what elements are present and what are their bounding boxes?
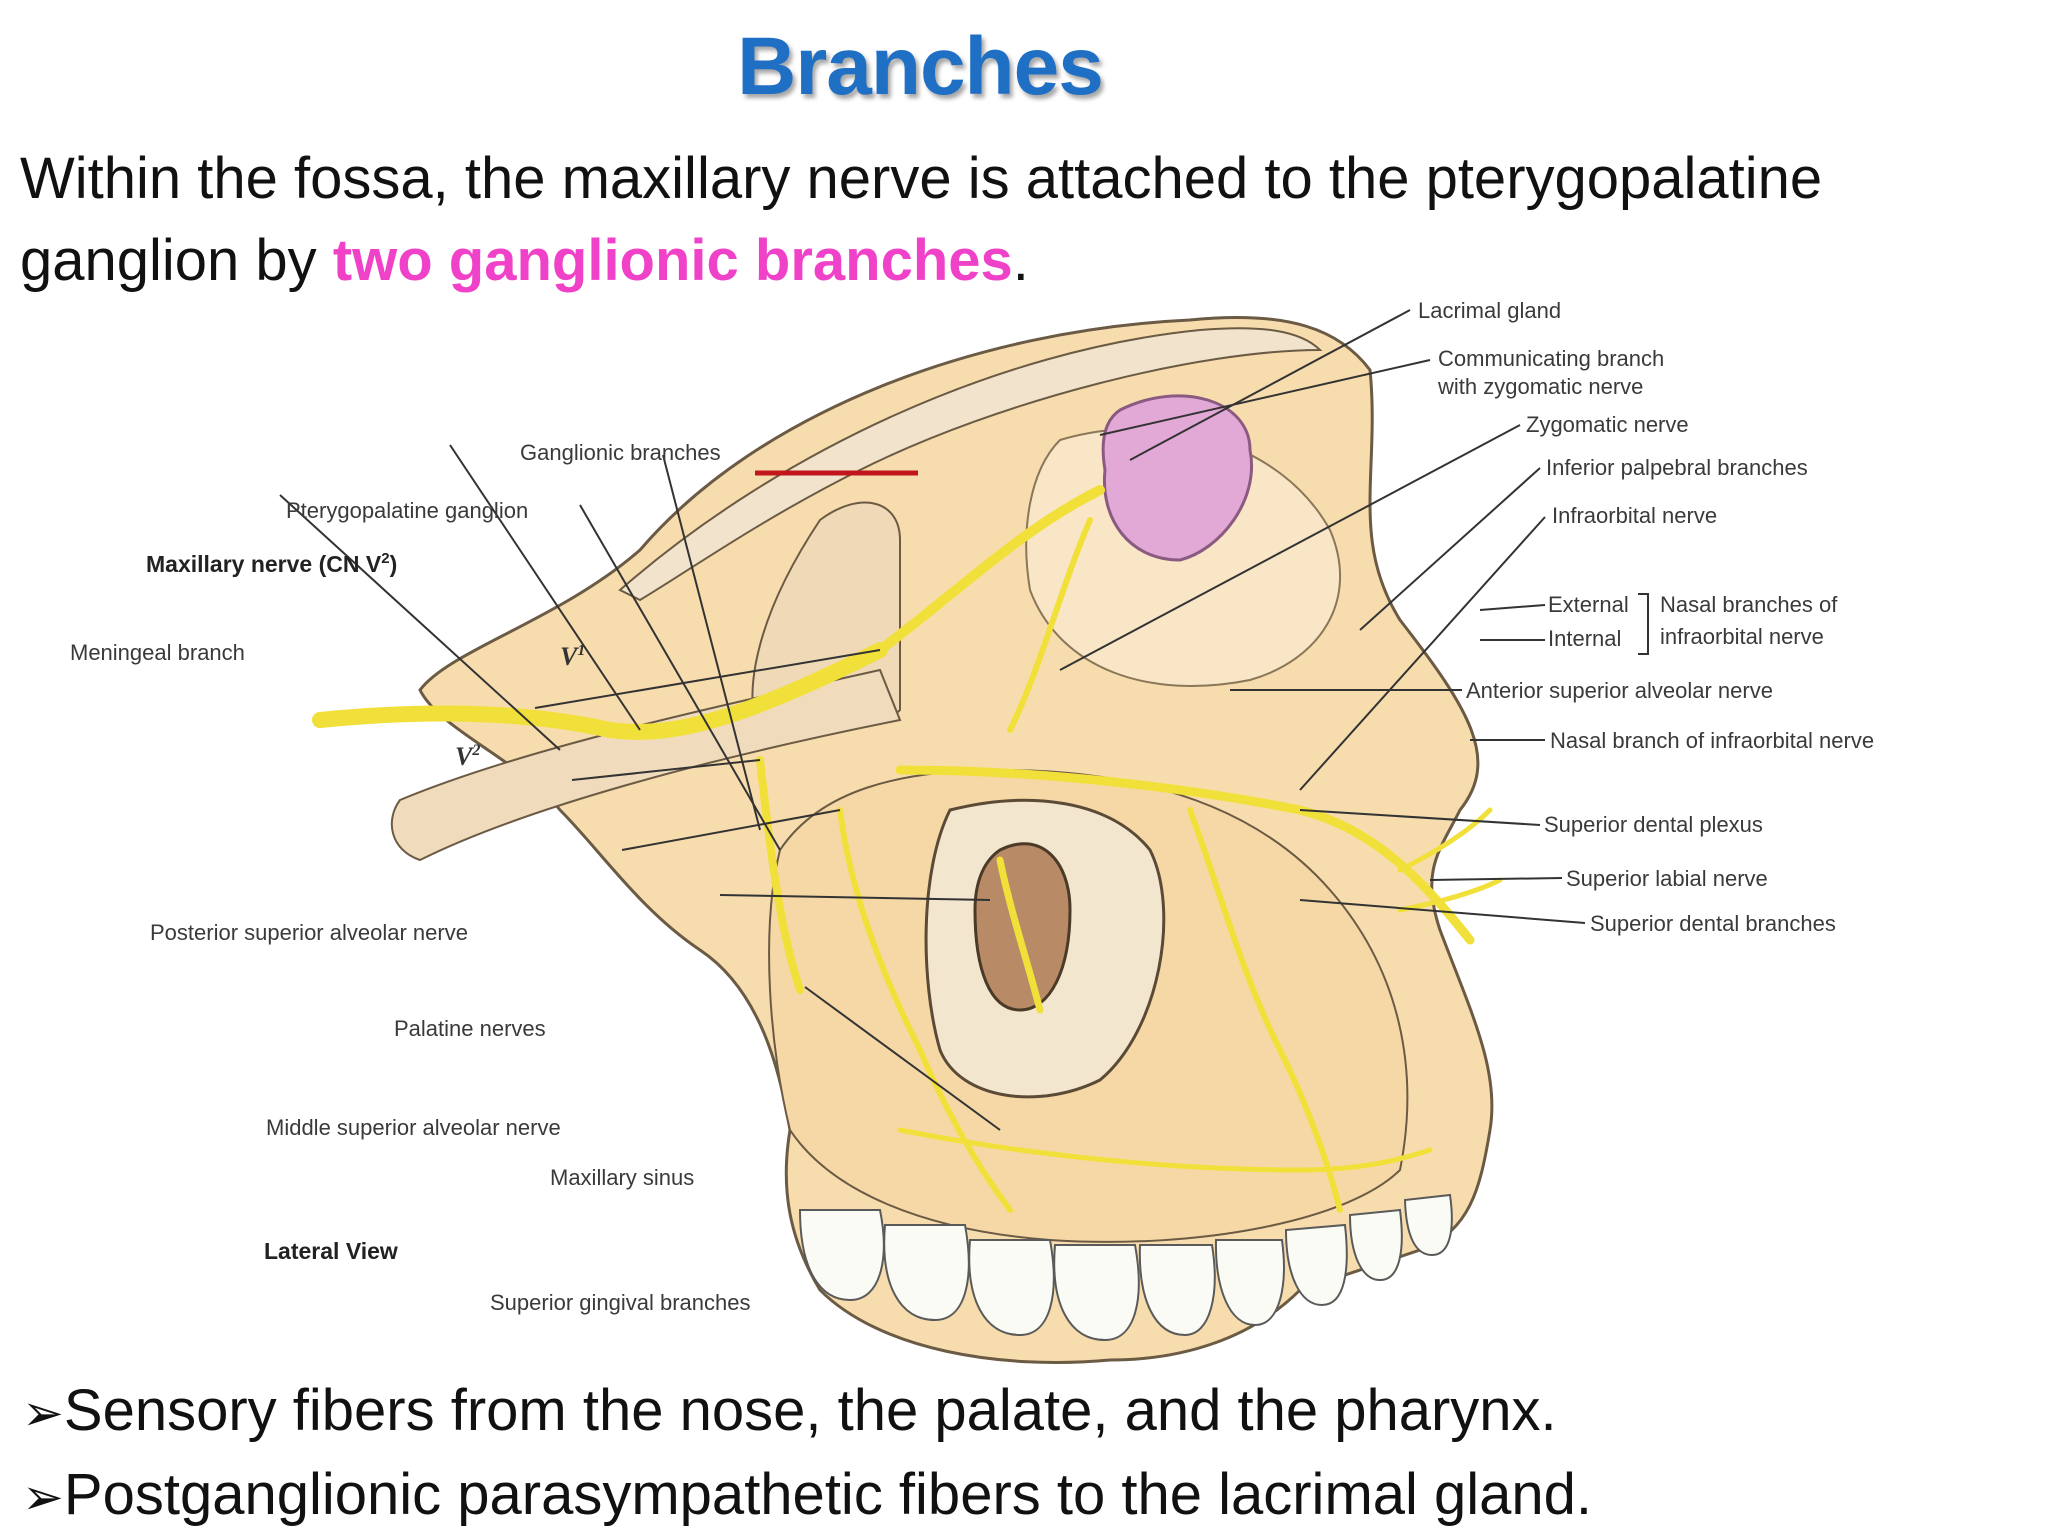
label-nasal-branches-1: Nasal branches of (1660, 592, 1838, 617)
label-superior-dental-plexus: Superior dental plexus (1544, 812, 1763, 837)
nasal-bracket (1638, 593, 1649, 655)
v2-sup: 2 (471, 742, 480, 759)
label-middle-superior-alveolar: Middle superior alveolar nerve (266, 1115, 561, 1140)
nerve-paths (312, 485, 1503, 1213)
bullet-item: ➢Sensory fibers from the nose, the palat… (22, 1370, 2032, 1454)
label-nasal-branch-infraorbital: Nasal branch of infraorbital nerve (1550, 728, 1874, 753)
label-nasal-branches-2: infraorbital nerve (1660, 624, 1824, 649)
label-internal: Internal (1548, 626, 1621, 651)
intro-text-plain: Within the fossa, the maxillary nerve is… (20, 146, 1823, 293)
bullet-item: ➢Postganglionic parasympathetic fibers t… (22, 1454, 2032, 1538)
cranial-roof (618, 327, 1323, 602)
svg-text:V1: V1 (560, 642, 585, 671)
intro-highlight: two ganglionic branches (332, 228, 1013, 293)
label-maxillary-nerve-sup: 2 (381, 550, 389, 567)
label-posterior-superior-alveolar: Posterior superior alveolar nerve (150, 920, 468, 945)
label-ganglionic-branches: Ganglionic branches (520, 440, 721, 465)
label-maxillary-nerve-text: Maxillary nerve (CN V (146, 551, 382, 577)
label-communicating-branch-1: Communicating branch (1438, 346, 1664, 371)
slide-title: Branches (737, 21, 1104, 112)
sphenoid-bar (390, 668, 902, 862)
v1-sup: 1 (577, 642, 585, 659)
leader-lines (279, 309, 1586, 1131)
label-communicating-branch-2: with zygomatic nerve (1437, 374, 1643, 399)
v1-label: V (560, 642, 580, 671)
bullet-text: Sensory fibers from the nose, the palate… (63, 1378, 1557, 1443)
label-lateral-view: Lateral View (264, 1238, 398, 1264)
diagram-svg: V1 V2 Gangli (70, 298, 1874, 1364)
intro-text-end: . (1012, 228, 1029, 293)
upper-teeth (798, 1193, 1453, 1342)
label-pterygopalatine-ganglion: Pterygopalatine ganglion (286, 498, 528, 523)
bullet-arrow-icon: ➢ (22, 1384, 64, 1442)
intro-text: Within the fossa, the maxillary nerve is… (20, 138, 2030, 302)
label-meningeal-branch: Meningeal branch (70, 640, 245, 665)
label-lacrimal-gland: Lacrimal gland (1418, 298, 1561, 323)
label-superior-dental-branches: Superior dental branches (1590, 911, 1836, 936)
v2-label: V (455, 742, 475, 771)
label-superior-gingival: Superior gingival branches (490, 1290, 751, 1315)
bullet-list: ➢Sensory fibers from the nose, the palat… (22, 1370, 2032, 1538)
bullet-arrow-icon: ➢ (22, 1468, 64, 1526)
label-maxillary-nerve-close: ) (390, 551, 398, 577)
label-maxillary-nerve: Maxillary nerve (CN V2) (146, 550, 397, 577)
bullet-text: Postganglionic parasympathetic fibers to… (63, 1462, 1593, 1527)
label-anterior-superior-alveolar: Anterior superior alveolar nerve (1466, 678, 1773, 703)
label-superior-labial: Superior labial nerve (1566, 866, 1768, 891)
label-maxillary-sinus: Maxillary sinus (550, 1165, 694, 1190)
label-zygomatic-nerve: Zygomatic nerve (1526, 412, 1689, 437)
label-palatine-nerves: Palatine nerves (394, 1016, 546, 1041)
label-inferior-palpebral: Inferior palpebral branches (1546, 455, 1808, 480)
label-external: External (1548, 592, 1629, 617)
maxillary-nerve-diagram: V1 V2 Gangli (0, 290, 2048, 1390)
maxillary-sinus (973, 842, 1072, 1012)
svg-text:V2: V2 (455, 742, 480, 771)
label-infraorbital-nerve: Infraorbital nerve (1552, 503, 1717, 528)
